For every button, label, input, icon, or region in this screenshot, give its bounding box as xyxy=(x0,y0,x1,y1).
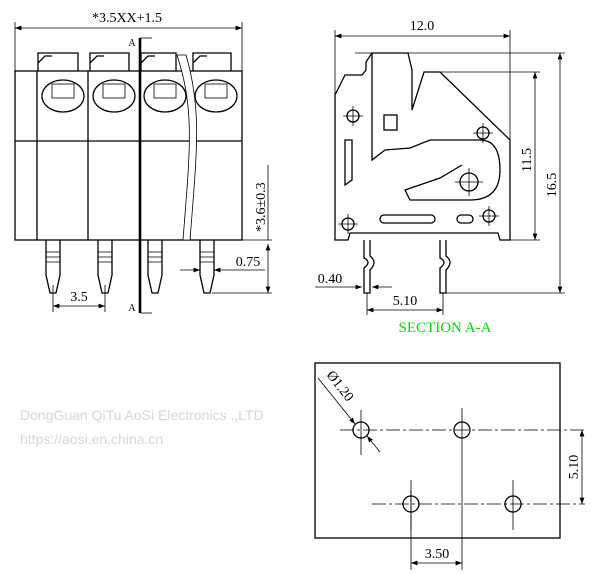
section-view: 12.0 16.5 11.5 0.40 5.10 SECTION A-A xyxy=(315,19,565,336)
spring-lever xyxy=(371,53,501,201)
pcb-pitch-label: 3.50 xyxy=(425,547,450,562)
section-title: SECTION A-A xyxy=(399,320,492,336)
hole-diameter-label: Ø1.20 xyxy=(323,368,356,405)
pin-spacing-label: 5.10 xyxy=(393,294,418,309)
wire-entry-holes xyxy=(41,79,238,113)
height-dimension-label: *3.6±0.3 xyxy=(254,182,269,232)
front-view: *3.5XX+1.5 A A xyxy=(14,11,272,314)
pcb-holes xyxy=(352,421,522,513)
overall-width-label: *3.5XX+1.5 xyxy=(92,11,162,26)
housing-outline xyxy=(14,70,243,241)
pcb-hole xyxy=(402,495,420,513)
width-label: 12.0 xyxy=(410,19,435,34)
lever-tops xyxy=(37,52,232,71)
pcb-layout-view: Ø1.20 5.10 3.50 xyxy=(314,362,585,570)
watermark-line2: https://aosi.en.china.cn xyxy=(20,431,163,447)
pins xyxy=(45,240,215,294)
pcb-outline xyxy=(314,362,561,539)
pitch-label: 3.5 xyxy=(70,290,88,305)
height-body-label: 11.5 xyxy=(520,148,535,172)
pcb-hole xyxy=(504,495,522,513)
section-marker-top: A xyxy=(128,38,136,49)
section-marker-bottom: A xyxy=(128,303,136,314)
section-outline xyxy=(334,52,511,241)
pin-width-label: 0.75 xyxy=(236,255,261,270)
height-total-label: 16.5 xyxy=(545,173,560,198)
pin-thickness-label: 0.40 xyxy=(318,272,343,287)
pcb-hole xyxy=(352,421,370,439)
section-pins xyxy=(363,240,451,294)
row-spacing-label: 5.10 xyxy=(567,455,582,480)
pcb-hole xyxy=(453,421,471,439)
watermark: DongGuan QiTu AoSi Electronics .,LTD htt… xyxy=(20,407,264,447)
watermark-line1: DongGuan QiTu AoSi Electronics .,LTD xyxy=(20,407,264,423)
break-line xyxy=(176,54,198,241)
